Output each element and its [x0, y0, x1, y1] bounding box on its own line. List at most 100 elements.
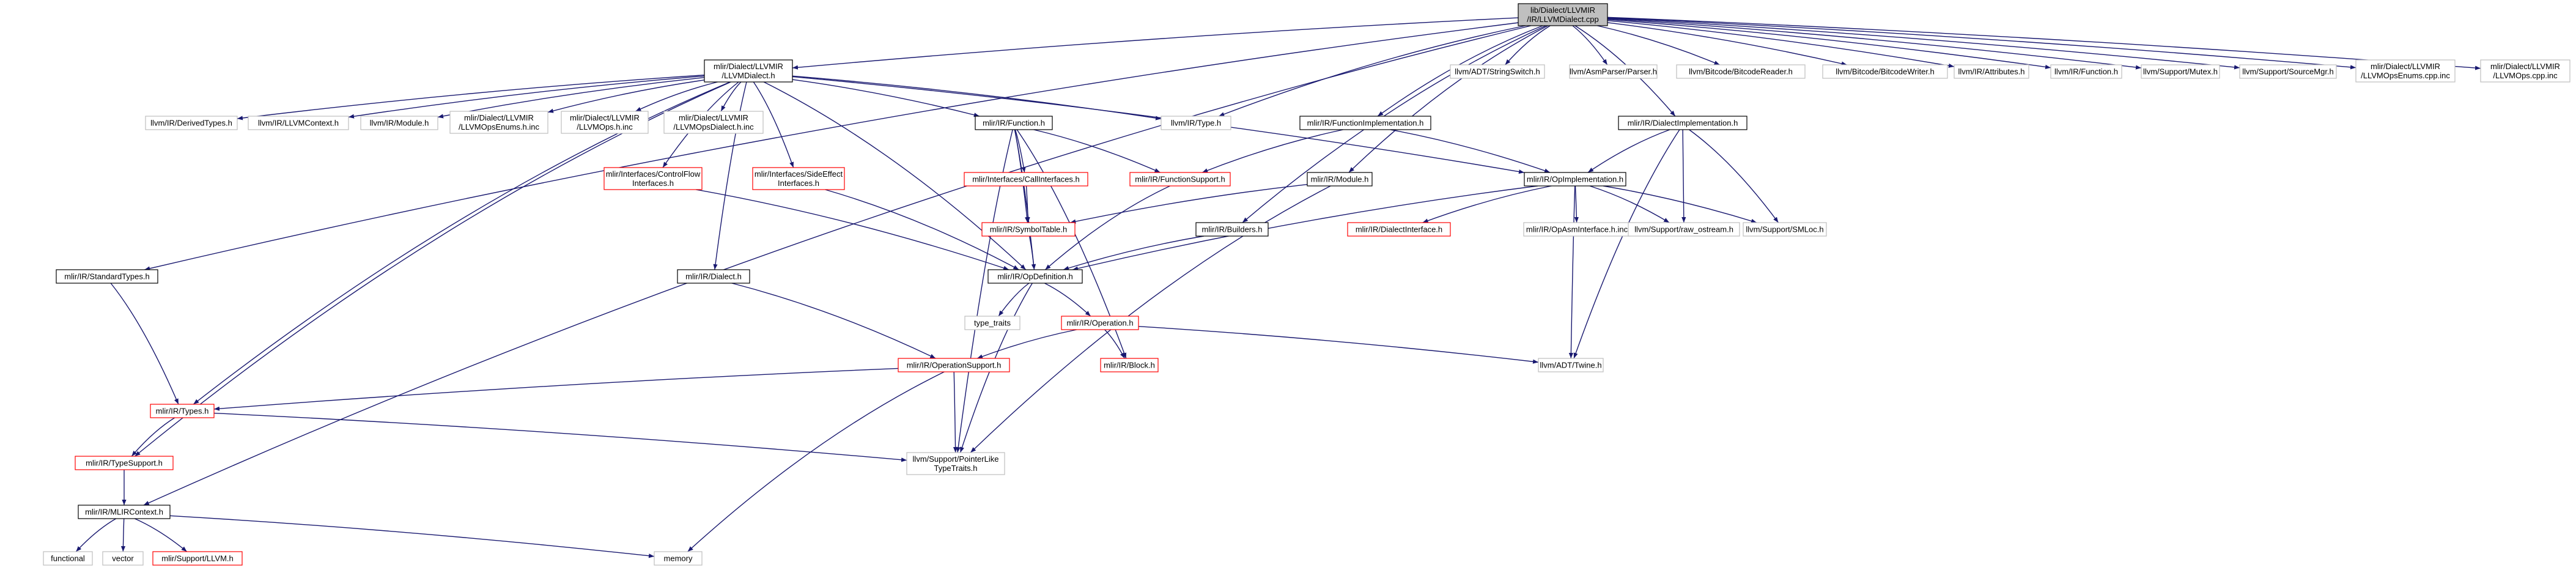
node-label: llvm/IR/DerivedTypes.h — [150, 119, 232, 128]
node-label: llvm/AsmParser/Parser.h — [1570, 67, 1657, 76]
node-smloc: llvm/Support/SMLoc.h — [1743, 222, 1827, 237]
edge-opdefinition-to-operation — [1044, 283, 1091, 317]
edge-standardtypes-to-types — [110, 283, 179, 405]
node-ops_cpp: mlir/Dialect/LLVMIR/LLVMOps.cpp.inc — [2480, 59, 2570, 83]
node-box — [1676, 64, 1806, 79]
edge-types-to-pointerlike — [213, 412, 907, 462]
node-label: mlir/Dialect/LLVMIR — [2490, 62, 2560, 71]
edge-root-to-builders — [1242, 25, 1546, 223]
node-mutex: llvm/Support/Mutex.h — [2141, 64, 2220, 79]
node-label: mlir/IR/FunctionSupport.h — [1135, 175, 1225, 184]
node-symboltable[interactable]: mlir/IR/SymbolTable.h — [981, 222, 1076, 237]
edge-llvmdialect_h-to-ops_h — [635, 81, 718, 112]
node-opdefinition[interactable]: mlir/IR/OpDefinition.h — [987, 269, 1083, 284]
node-box — [704, 59, 793, 83]
node-label: mlir/IR/Types.h — [156, 407, 209, 416]
node-dialectiface[interactable]: mlir/IR/DialectInterface.h — [1347, 222, 1451, 237]
node-opimpl[interactable]: mlir/IR/OpImplementation.h — [1524, 172, 1626, 187]
node-label: lib/Dialect/LLVMIR — [1530, 6, 1595, 15]
edge-controlflow-to-opdefinition — [696, 189, 1009, 270]
node-mlirmodule[interactable]: mlir/IR/Module.h — [1307, 172, 1373, 187]
node-mlircontext[interactable]: mlir/IR/MLIRContext.h — [78, 505, 171, 519]
node-box — [449, 111, 548, 134]
node-typetraits: type_traits — [964, 316, 1020, 330]
edge-opimpl-to-twine — [1568, 185, 1576, 359]
edge-opdefinition-to-typetraits — [998, 283, 1030, 317]
node-stringswitch: llvm/ADT/StringSwitch.h — [1450, 64, 1545, 79]
node-bitcodereader: llvm/Bitcode/BitcodeReader.h — [1676, 64, 1806, 79]
node-label: /LLVMOpsEnums.cpp.inc — [2361, 71, 2450, 80]
nodes-layer: lib/Dialect/LLVMIR/IR/LLVMDialect.cppmli… — [43, 3, 2570, 566]
node-opsdialect_h: mlir/Dialect/LLVMIR/LLVMOpsDialect.h.inc — [663, 111, 764, 134]
node-label: llvm/ADT/StringSwitch.h — [1455, 67, 1540, 76]
node-box — [906, 452, 1005, 475]
node-box — [2050, 64, 2122, 79]
node-box — [1195, 222, 1269, 237]
node-callinterfaces[interactable]: mlir/Interfaces/CallInterfaces.h — [964, 172, 1088, 187]
node-block[interactable]: mlir/IR/Block.h — [1100, 358, 1159, 372]
node-label: mlir/Interfaces/SideEffect — [755, 169, 843, 179]
edge-mlircontext-to-functional — [75, 518, 117, 552]
edge-dialectimpl-to-smloc — [1689, 129, 1779, 223]
edge-llvmdialect_h-to-opsenums_h — [547, 80, 705, 113]
node-builders[interactable]: mlir/IR/Builders.h — [1195, 222, 1269, 237]
node-ops_h: mlir/Dialect/LLVMIR/LLVMOps.h.inc — [561, 111, 649, 134]
edge-opsupport-to-memory — [687, 371, 945, 552]
node-derivedtypes: llvm/IR/DerivedTypes.h — [145, 116, 238, 130]
edge-root-to-funcimpl — [1377, 25, 1543, 117]
node-operation[interactable]: mlir/IR/Operation.h — [1061, 316, 1139, 330]
node-label: mlir/IR/Builders.h — [1202, 225, 1263, 234]
node-supportllvm[interactable]: mlir/Support/LLVM.h — [152, 551, 243, 566]
node-opsupport[interactable]: mlir/IR/OperationSupport.h — [898, 358, 1010, 372]
edge-root-to-irfunction — [1607, 19, 2051, 70]
node-standardtypes[interactable]: mlir/IR/StandardTypes.h — [56, 269, 158, 284]
node-label: /LLVMOpsEnums.h.inc — [459, 122, 539, 131]
node-rawostream: llvm/Support/raw_ostream.h — [1628, 222, 1740, 237]
node-dialectimpl[interactable]: mlir/IR/DialectImplementation.h — [1618, 116, 1747, 130]
node-functional: functional — [43, 551, 93, 566]
node-label: mlir/Dialect/LLVMIR — [2371, 62, 2440, 71]
edge-root-to-sourcemgr — [1607, 18, 2240, 70]
node-label: llvm/Support/SourceMgr.h — [2242, 67, 2334, 76]
edge-root-to-mlirmodule — [1348, 25, 1548, 173]
edge-opimpl-to-dialectiface — [1422, 185, 1552, 223]
edge-llvmdialect_h-to-llvmtype — [792, 75, 1162, 120]
node-label: mlir/IR/Block.h — [1104, 361, 1155, 370]
node-box — [1161, 116, 1231, 130]
node-llvmtype: llvm/IR/Type.h — [1161, 116, 1231, 130]
edge-mlircontext-to-vector — [120, 518, 126, 552]
node-llvmdialect_h[interactable]: mlir/Dialect/LLVMIR/LLVMDialect.h — [704, 59, 793, 83]
node-label: type_traits — [974, 319, 1011, 328]
node-box — [987, 269, 1083, 284]
node-funcimpl[interactable]: mlir/IR/FunctionImplementation.h — [1299, 116, 1431, 130]
node-box — [1307, 172, 1373, 187]
node-label: mlir/Dialect/LLVMIR — [570, 113, 640, 122]
node-box — [1538, 358, 1604, 372]
node-label: llvm/Support/PointerLike — [913, 454, 999, 464]
edge-opimpl-to-smloc — [1603, 185, 1757, 223]
node-funcsupport[interactable]: mlir/IR/FunctionSupport.h — [1129, 172, 1231, 187]
edge-llvmdialect_h-to-mlirfunction — [792, 79, 980, 117]
node-box — [1061, 316, 1139, 330]
node-label: mlir/Dialect/LLVMIR — [679, 113, 748, 122]
edge-symboltable-to-opdefinition — [1028, 235, 1036, 270]
node-opsenums_h: mlir/Dialect/LLVMIR/LLVMOpsEnums.h.inc — [449, 111, 548, 134]
node-label: Interfaces.h — [778, 179, 819, 188]
node-label: mlir/Support/LLVM.h — [161, 554, 234, 563]
node-types[interactable]: mlir/IR/Types.h — [150, 404, 215, 418]
node-box — [1628, 222, 1740, 237]
node-label: mlir/IR/MLIRContext.h — [85, 508, 163, 517]
node-typesupport[interactable]: mlir/IR/TypeSupport.h — [75, 456, 174, 470]
edges-layer — [75, 17, 2481, 558]
edge-builders-to-opdefinition — [1063, 235, 1205, 270]
node-twine: llvm/ADT/Twine.h — [1538, 358, 1604, 372]
edge-root-to-asmparser — [1572, 25, 1608, 65]
node-mlirfunction[interactable]: mlir/IR/Function.h — [975, 116, 1053, 130]
node-box — [152, 551, 243, 566]
edge-mlirfunction-to-callinterfaces — [1014, 129, 1026, 173]
edge-llvmdialect_h-to-opdefinition — [763, 81, 1027, 270]
node-mlirdialect[interactable]: mlir/IR/Dialect.h — [677, 269, 750, 284]
node-attributes: llvm/IR/Attributes.h — [1954, 64, 2029, 79]
